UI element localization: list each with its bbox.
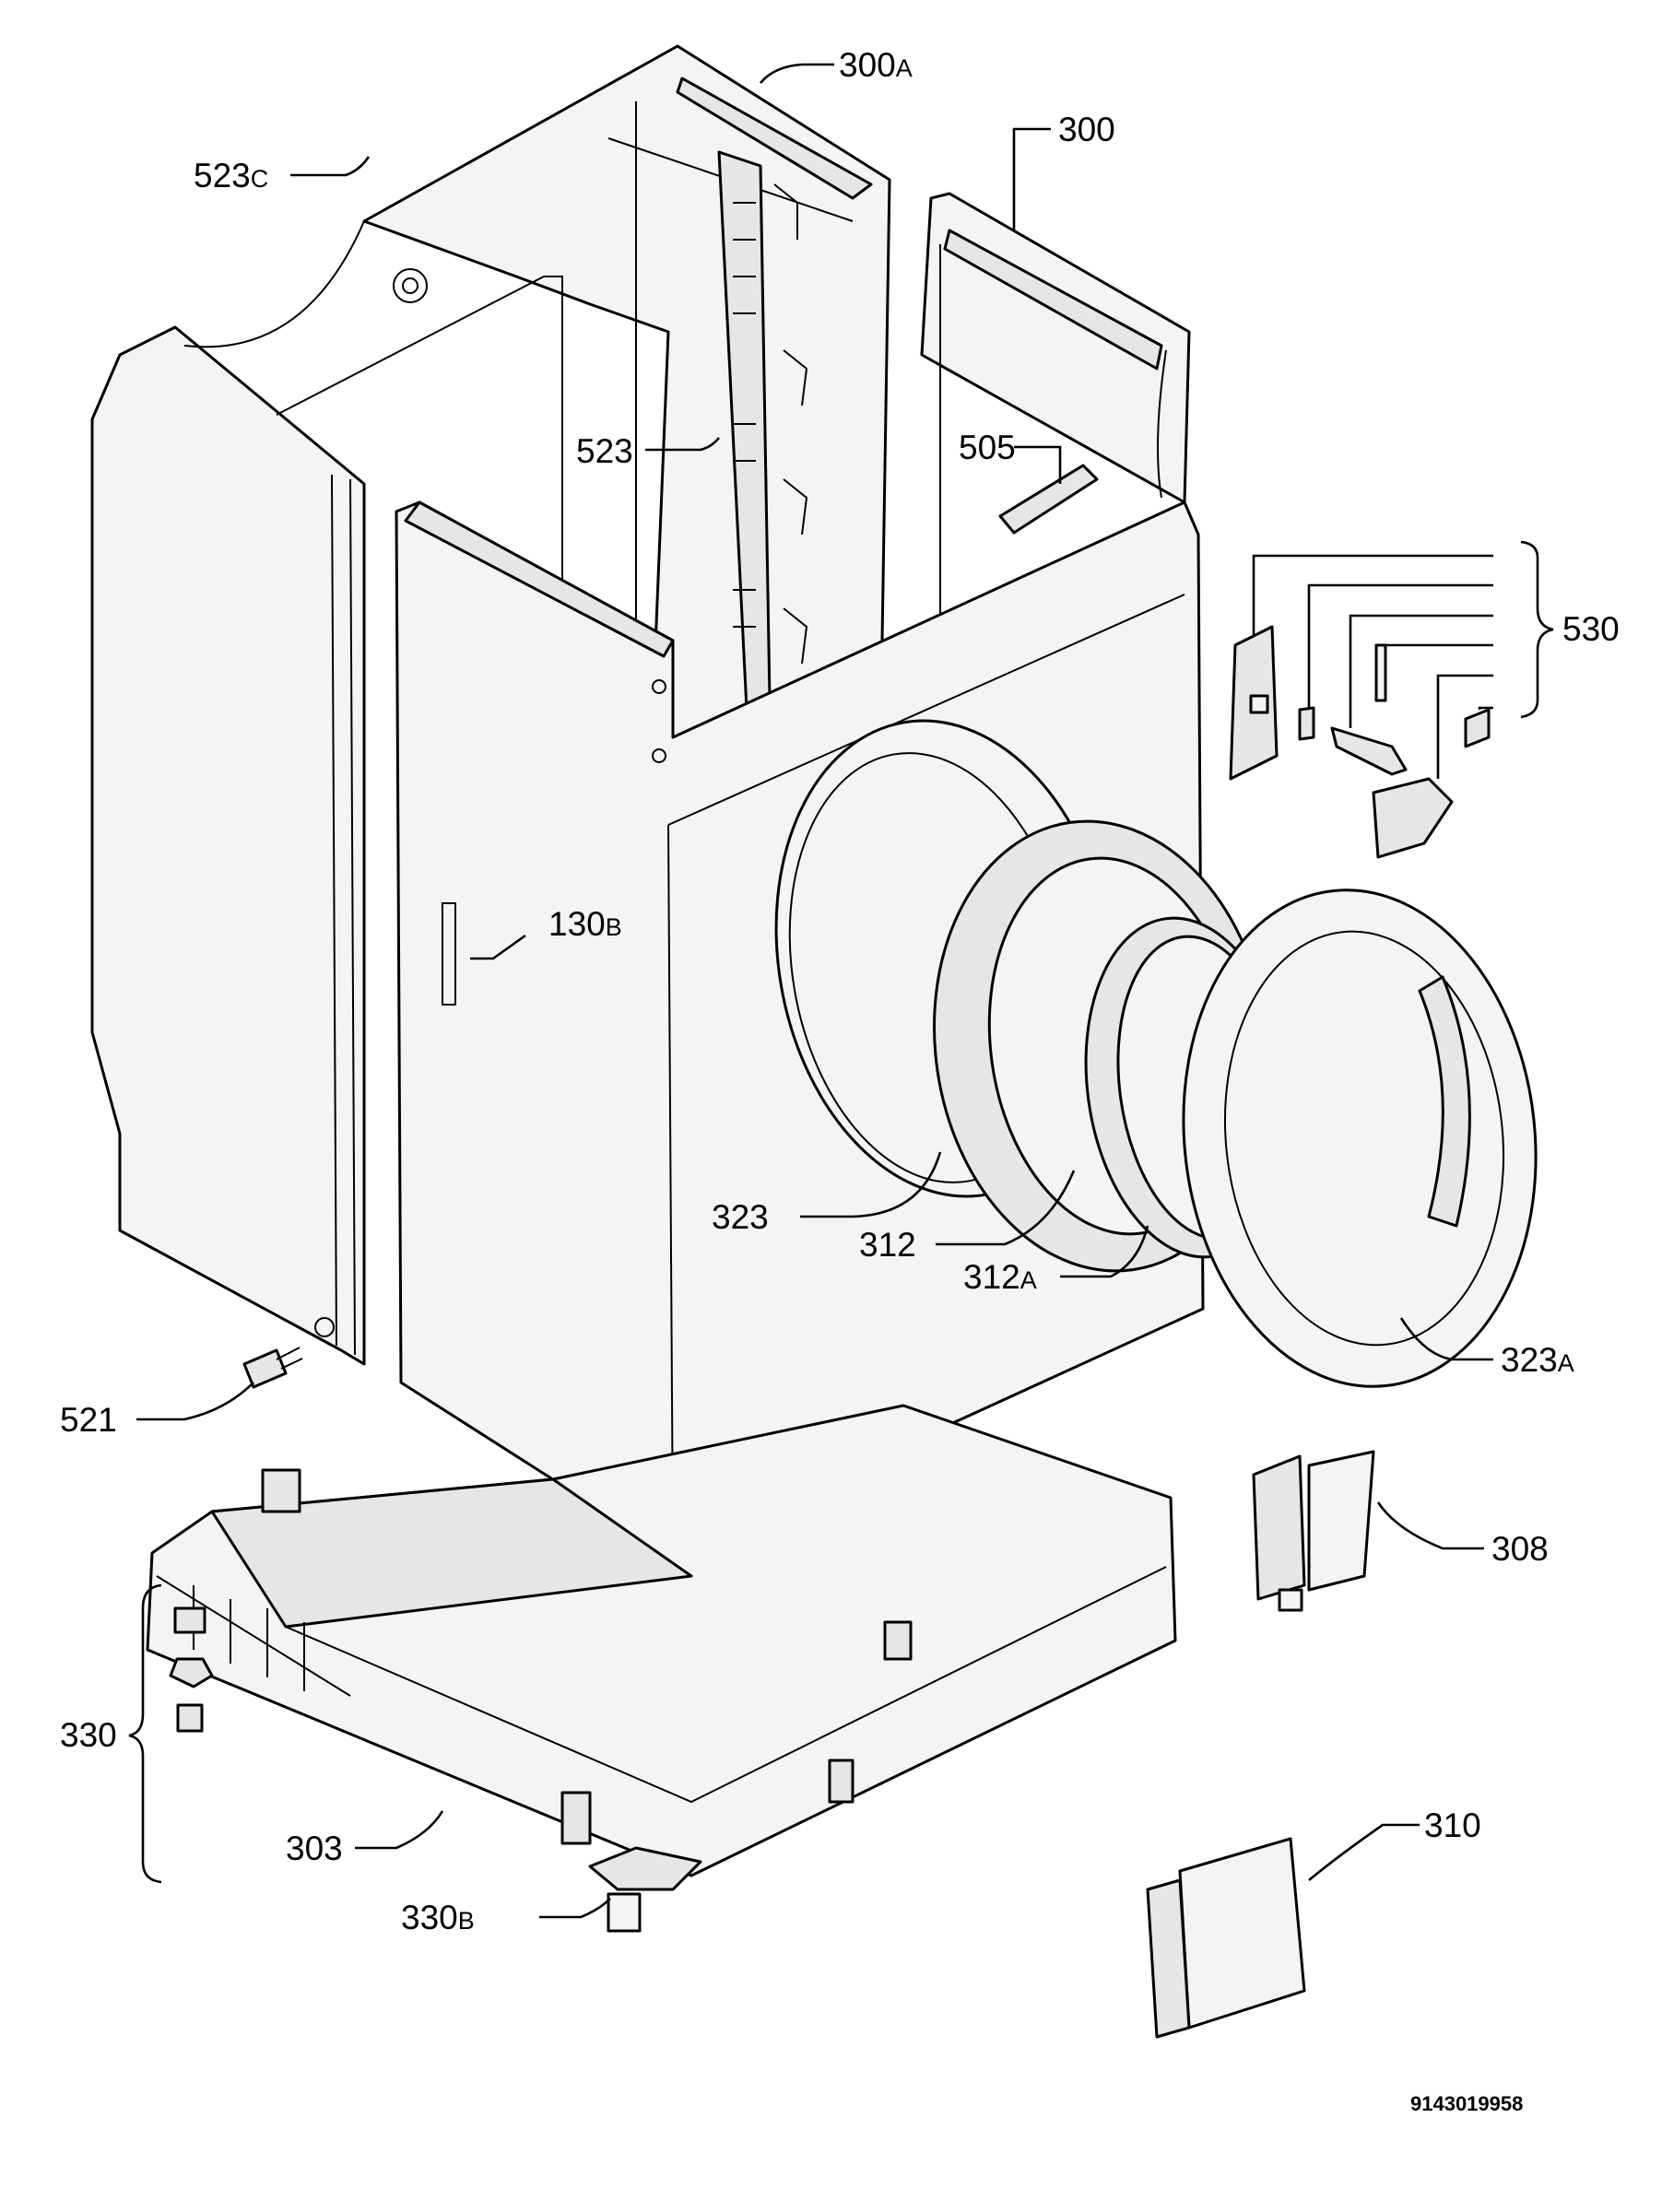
- part-308-hinge: [1252, 1450, 1375, 1612]
- label-310: 310: [1424, 1806, 1481, 1844]
- label-523c: 523C: [194, 157, 268, 194]
- leader-lines: [136, 63, 1493, 1919]
- part-530-door-latch-group: [1229, 540, 1554, 859]
- label-130b: 130B: [548, 905, 622, 943]
- drawing-code: 9143019958: [1410, 2092, 1523, 2115]
- label-323: 323: [712, 1198, 769, 1236]
- part-310-flap: [1146, 1837, 1306, 2039]
- part-505-pin: [998, 464, 1099, 535]
- part-300-right-side-frame: [920, 192, 1191, 922]
- label-300a: 300A: [839, 46, 913, 84]
- part-330-foot-set: [128, 1583, 214, 1884]
- label-505: 505: [959, 429, 1016, 466]
- label-330b: 330B: [401, 1899, 475, 1936]
- label-303: 303: [286, 1830, 343, 1867]
- label-323a: 323A: [1501, 1341, 1574, 1379]
- label-312: 312: [859, 1226, 916, 1264]
- label-308: 308: [1491, 1530, 1549, 1568]
- label-312a: 312A: [963, 1258, 1037, 1296]
- part-303-base-frame: [146, 1404, 1177, 1877]
- callout-labels: 300A 300 523C 523 505 530 130B 323 312 3…: [60, 46, 1620, 1936]
- label-330: 330: [60, 1716, 117, 1754]
- label-523: 523: [576, 432, 633, 470]
- part-left-side-panel: [90, 220, 366, 1366]
- part-323a-door: [1182, 888, 1538, 1388]
- part-521-screw: [242, 1347, 303, 1389]
- part-330b-foot: [588, 1846, 702, 1933]
- label-521: 521: [60, 1401, 117, 1439]
- label-530: 530: [1562, 610, 1620, 648]
- label-300: 300: [1058, 111, 1115, 148]
